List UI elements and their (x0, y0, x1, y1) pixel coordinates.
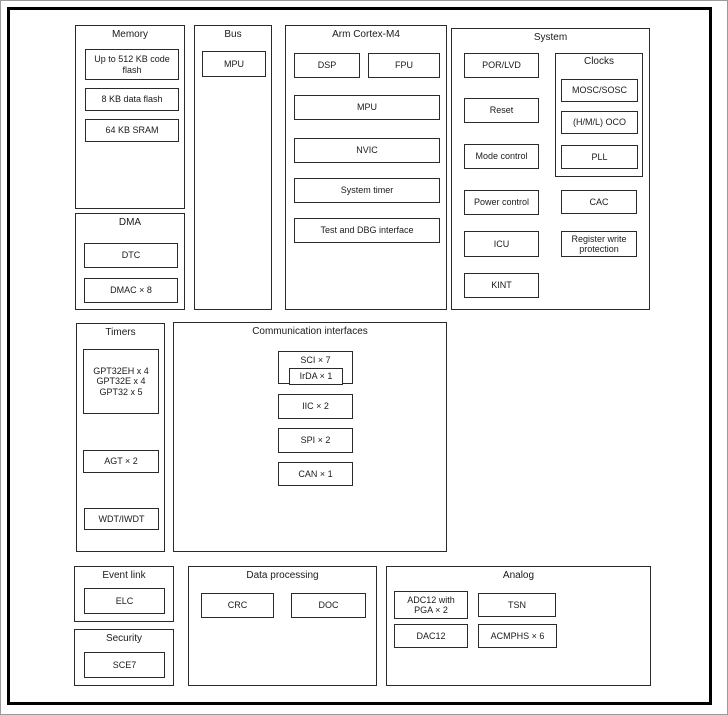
elc-box: ELC (84, 588, 165, 614)
cac-box: CAC (561, 190, 637, 214)
por-lvd-box: POR/LVD (464, 53, 539, 78)
bus-title: Bus (224, 29, 242, 40)
iic-box: IIC × 2 (278, 394, 353, 419)
clocks-subblock: Clocks MOSC/SOSC (H/M/L) OCO PLL (555, 53, 643, 177)
acmphs-box: ACMPHS × 6 (478, 624, 557, 648)
reset-box: Reset (464, 98, 539, 123)
kint-box: KINT (464, 273, 539, 298)
system-block: System POR/LVD Reset Mode control Power … (451, 28, 650, 310)
dac12-box: DAC12 (394, 624, 468, 648)
sce7-box: SCE7 (84, 652, 165, 678)
pll-box: PLL (561, 145, 638, 169)
timers-block: Timers GPT32EH x 4 GPT32E x 4 GPT32 x 5 … (76, 323, 165, 552)
icu-box: ICU (464, 231, 539, 257)
register-write-protection-box: Register write protection (561, 231, 637, 257)
system-timer-box: System timer (294, 178, 440, 203)
dsp-box: DSP (294, 53, 360, 78)
security-title: Security (105, 633, 143, 644)
fpu-box: FPU (368, 53, 440, 78)
comm-title: Communication interfaces (252, 326, 368, 337)
irda-box: IrDA × 1 (289, 368, 343, 385)
cortex-block: Arm Cortex-M4 DSP FPU MPU NVIC System ti… (285, 25, 447, 310)
doc-box: DOC (291, 593, 366, 618)
event-link-title: Event link (102, 570, 146, 581)
test-dbg-box: Test and DBG interface (294, 218, 440, 243)
agt-box: AGT × 2 (83, 450, 159, 473)
sram-box: 64 KB SRAM (85, 119, 179, 142)
memory-title: Memory (111, 29, 149, 40)
comm-block: Communication interfaces SCI × 7 IrDA × … (173, 322, 447, 552)
dtc-box: DTC (84, 243, 178, 268)
analog-title: Analog (502, 570, 535, 581)
code-flash-box: Up to 512 KB code flash (85, 49, 179, 80)
mode-control-box: Mode control (464, 144, 539, 169)
spi-box: SPI × 2 (278, 428, 353, 453)
wdt-box: WDT/IWDT (84, 508, 159, 530)
data-processing-block: Data processing CRC DOC (188, 566, 377, 686)
oco-box: (H/M/L) OCO (561, 111, 638, 134)
memory-block: Memory Up to 512 KB code flash 8 KB data… (75, 25, 185, 209)
security-block: Security SCE7 (74, 629, 174, 686)
clocks-title: Clocks (583, 56, 614, 67)
timers-title: Timers (105, 327, 136, 338)
adc12-box: ADC12 with PGA × 2 (394, 591, 468, 619)
crc-box: CRC (201, 593, 274, 618)
tsn-box: TSN (478, 593, 556, 617)
sci-box: SCI × 7 IrDA × 1 (278, 351, 353, 385)
sci-label: SCI × 7 (300, 355, 331, 365)
dma-block: DMA DTC DMAC × 8 (75, 213, 185, 310)
cortex-title: Arm Cortex-M4 (332, 29, 400, 40)
cortex-mpu-box: MPU (294, 95, 440, 120)
bus-mpu-box: MPU (202, 51, 266, 77)
can-box: CAN × 1 (278, 462, 353, 486)
gpt-box: GPT32EH x 4 GPT32E x 4 GPT32 x 5 (83, 349, 159, 414)
system-title: System (533, 32, 568, 43)
data-processing-title: Data processing (246, 570, 319, 581)
dma-title: DMA (118, 217, 142, 228)
nvic-box: NVIC (294, 138, 440, 163)
mosc-sosc-box: MOSC/SOSC (561, 79, 638, 102)
power-control-box: Power control (464, 190, 539, 215)
data-flash-box: 8 KB data flash (85, 88, 179, 111)
analog-block: Analog ADC12 with PGA × 2 TSN DAC12 ACMP… (386, 566, 651, 686)
dmac-box: DMAC × 8 (84, 278, 178, 303)
event-link-block: Event link ELC (74, 566, 174, 622)
bus-block: Bus MPU (194, 25, 272, 310)
